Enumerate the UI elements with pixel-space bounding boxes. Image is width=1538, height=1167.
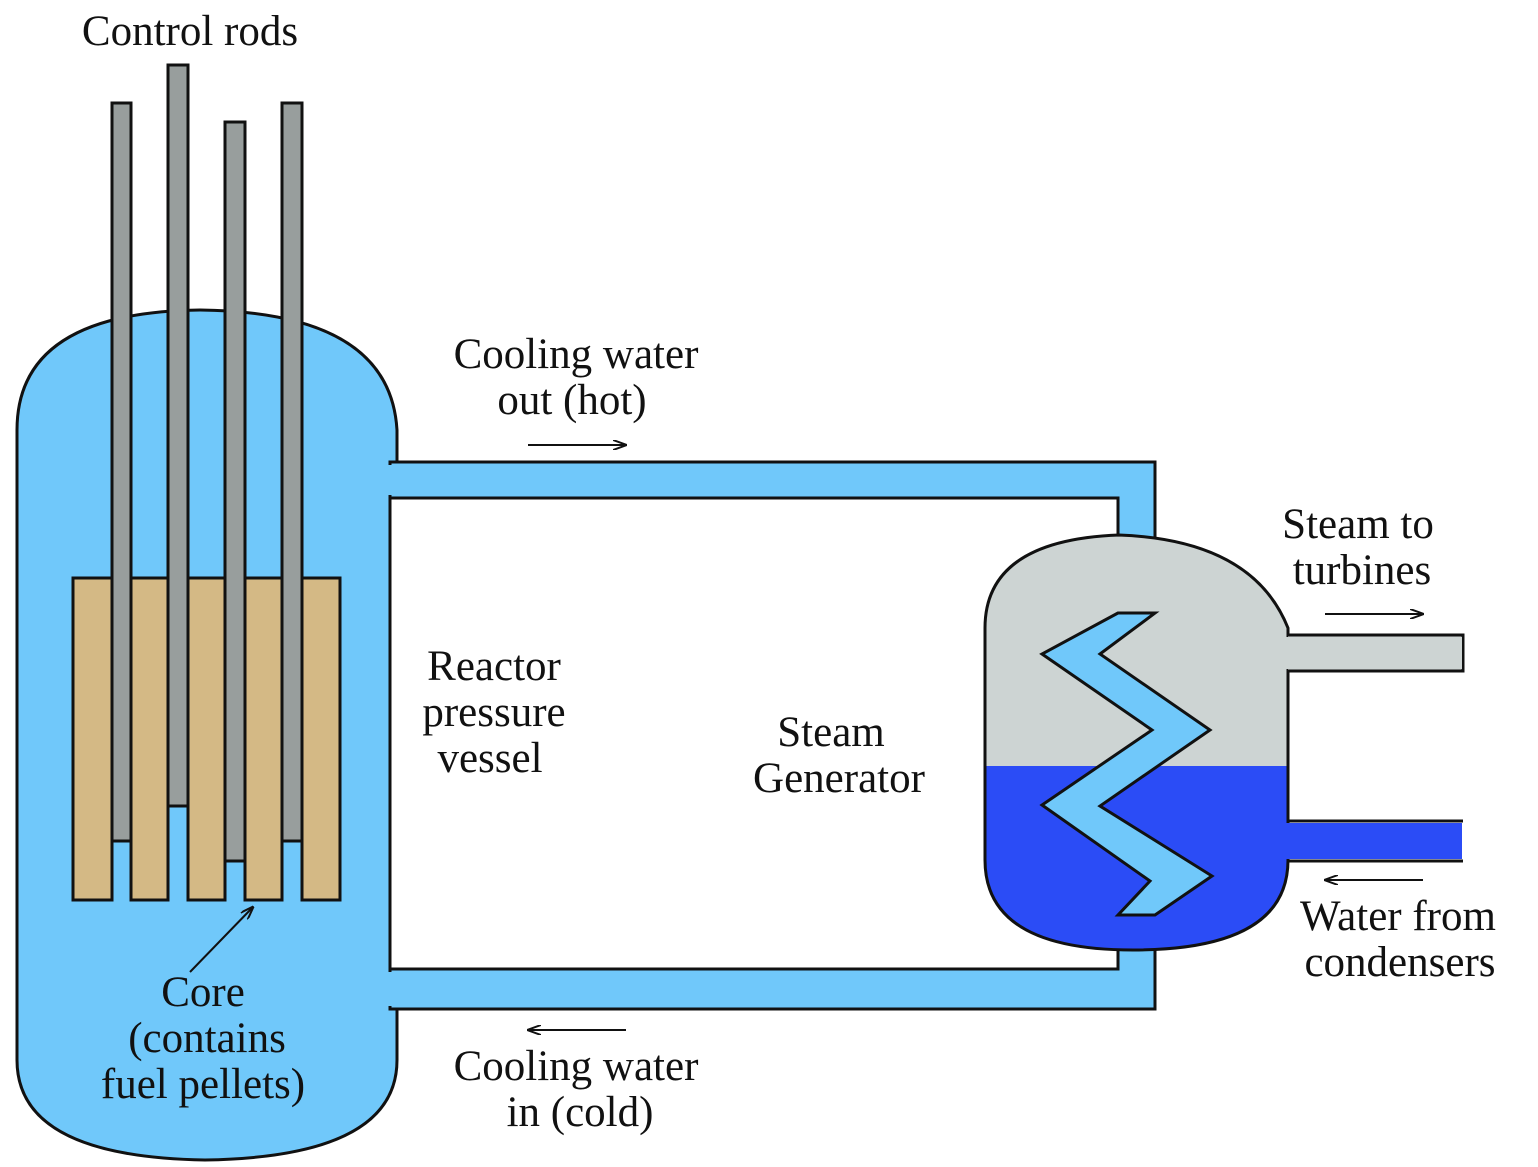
control-rod xyxy=(280,101,304,843)
steam-generator-label-line2: Generator xyxy=(753,755,925,802)
steam-to-turbines-label-line2: turbines xyxy=(1293,547,1432,594)
heat-exchanger-coil xyxy=(1039,611,1215,917)
coolant-channel xyxy=(169,806,187,900)
water-from-condensers-label-line2: condensers xyxy=(1304,939,1495,986)
core-label-line1: Core xyxy=(161,969,245,1016)
steam-space xyxy=(985,535,1288,766)
coolant-channel xyxy=(226,862,244,900)
control-rods xyxy=(110,63,304,863)
cooling-in-label-line1: Cooling water xyxy=(454,1043,699,1090)
core-label-line3: fuel pellets) xyxy=(101,1061,305,1108)
cooling-in-label-line2: in (cold) xyxy=(507,1089,654,1136)
coolant-channel xyxy=(283,842,301,900)
water-inlet-pipe-fill xyxy=(1284,823,1462,859)
reactor-label-line2: pressure xyxy=(422,689,565,736)
water-from-condensers-label-line1: Water from xyxy=(1300,893,1496,940)
steam-outlet-pipe-fill xyxy=(1284,637,1462,669)
steam-outlet-pipe-edges xyxy=(1288,633,1463,673)
fuel-region-outline xyxy=(71,576,342,900)
vessel-outlet-seam xyxy=(386,465,396,495)
vessel-inlet-seam xyxy=(386,972,396,1006)
core-pointer-arrow xyxy=(189,907,253,973)
steam-generator-contents xyxy=(985,535,1288,950)
coolant-channel xyxy=(113,842,130,900)
control-rods-label: Control rods xyxy=(82,8,298,55)
reactor-label-line3: vessel xyxy=(437,735,542,782)
reactor-label-line1: Reactor xyxy=(427,643,561,690)
control-rod xyxy=(110,101,133,843)
cooling-out-label-line1: Cooling water xyxy=(454,331,699,378)
control-rod xyxy=(166,63,190,808)
steam-generator-label-line1: Steam xyxy=(777,709,884,756)
core-label-line2: (contains xyxy=(128,1015,286,1062)
cooling-out-label-line2: out (hot) xyxy=(497,377,646,424)
control-rod xyxy=(223,120,247,863)
fuel-block-edges xyxy=(73,806,340,902)
water-inlet-pipe-edges xyxy=(1288,819,1463,863)
steam-to-turbines-label-line1: Steam to xyxy=(1282,501,1434,548)
